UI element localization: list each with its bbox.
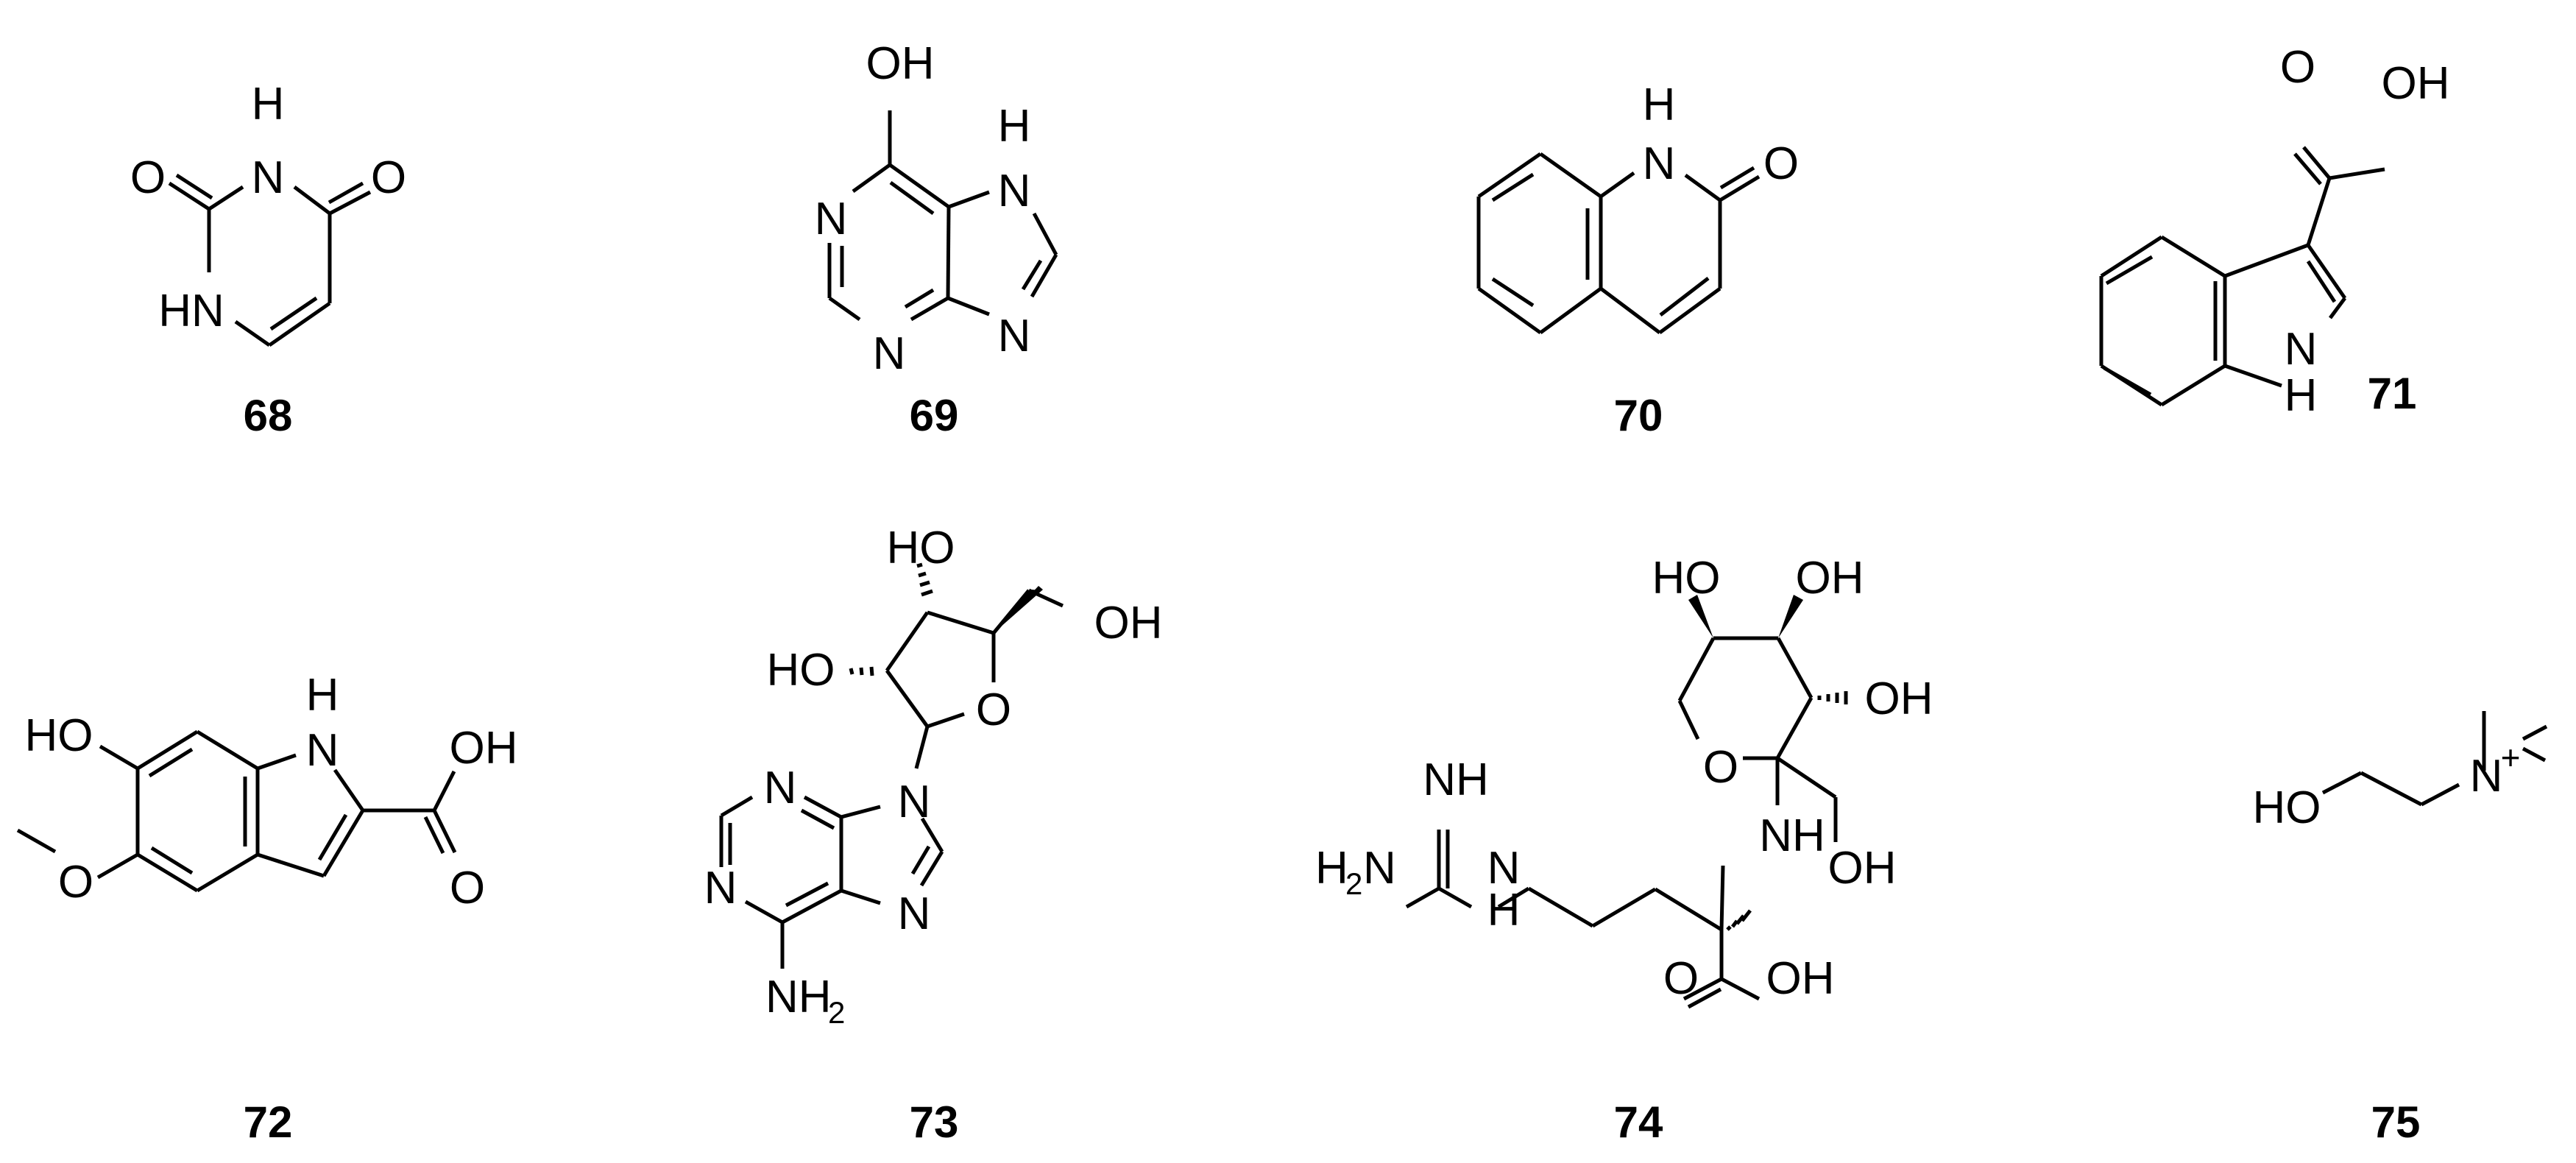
atom-ho: HO: [25, 710, 93, 761]
atom-oh: OH: [450, 723, 518, 774]
compound-label-71: 71: [2368, 369, 2417, 418]
atom-oh: OH: [1865, 674, 1933, 724]
atom-n: N: [873, 328, 906, 379]
atom-n: N: [2470, 751, 2503, 802]
atom-n: N: [1363, 843, 1396, 894]
atom-o: O: [976, 685, 1011, 735]
atom-ho: HO: [1652, 553, 1721, 604]
compound-70-structure: H N O: [1476, 79, 1799, 335]
atom-ho: HO: [2253, 782, 2321, 833]
atom-n: N: [764, 763, 797, 813]
atom-o: O: [371, 152, 406, 203]
atom-h: H: [1643, 79, 1676, 130]
atom-ho: HO: [767, 645, 835, 696]
atom-o: O: [1763, 138, 1799, 189]
compound-label-69: 69: [910, 391, 959, 440]
atom-n: N: [1643, 138, 1676, 189]
atom-oh: OH: [866, 38, 935, 89]
compound-74-structure: HO OH OH O NH H 2 N N H NH OH O OH: [1315, 553, 1933, 1009]
atom-o: O: [1703, 742, 1738, 793]
atom-oh: OH: [1094, 598, 1163, 648]
atom-ho: HO: [887, 523, 955, 573]
compound-72-structure: HO O H N OH O: [16, 670, 518, 913]
compound-label-68: 68: [244, 391, 293, 440]
compound-label-73: 73: [910, 1097, 959, 1147]
atom-oh: OH: [2382, 58, 2450, 109]
atom-n: N: [704, 863, 737, 913]
compound-69-structure: OH N N H N N: [815, 38, 1058, 379]
compound-label-72: 72: [244, 1097, 293, 1147]
charge-plus: +: [2501, 738, 2521, 777]
compound-68-structure: H N O O HN: [130, 79, 406, 347]
atom-h: H: [1487, 885, 1521, 936]
atom-n: N: [898, 777, 931, 827]
atom-n: N: [252, 152, 285, 203]
compound-75-structure: HO N +: [2253, 711, 2548, 833]
atom-subscript: 2: [1345, 866, 1362, 901]
atom-oh: OH: [1796, 553, 1864, 604]
atom-o: O: [130, 152, 166, 203]
atom-o: O: [1663, 953, 1699, 1004]
atom-nh: NH: [1423, 754, 1489, 805]
compound-label-74: 74: [1614, 1097, 1663, 1147]
atom-n: N: [998, 311, 1031, 361]
compound-label-70: 70: [1614, 391, 1663, 440]
atom-h: H: [998, 101, 1031, 152]
atom-h: H: [2285, 370, 2318, 421]
atom-n: N: [306, 725, 339, 776]
atom-o: O: [450, 863, 485, 913]
atom-subscript: 2: [828, 995, 845, 1030]
compound-73-structure: HO HO OH O N N N N NH 2: [704, 523, 1163, 1030]
atom-o: O: [2280, 42, 2315, 93]
atom-oh: OH: [1766, 953, 1835, 1004]
atom-n: N: [815, 194, 848, 244]
atom-n: N: [898, 888, 931, 939]
atom-n: N: [998, 166, 1031, 216]
atom-nh: HN: [158, 286, 224, 336]
atom-h: H: [306, 670, 339, 721]
compound-71-structure: O OH N H: [2099, 42, 2450, 421]
compound-label-75: 75: [2371, 1097, 2421, 1147]
atom-h: H: [252, 79, 285, 130]
atom-h2n: H: [1315, 843, 1348, 894]
atom-nh: NH: [1759, 810, 1825, 861]
atom-o: O: [58, 857, 93, 908]
atom-oh: OH: [1828, 843, 1897, 894]
atom-n: N: [1487, 843, 1521, 894]
atom-n: N: [2285, 324, 2318, 375]
atom-nh2: NH: [765, 972, 832, 1022]
